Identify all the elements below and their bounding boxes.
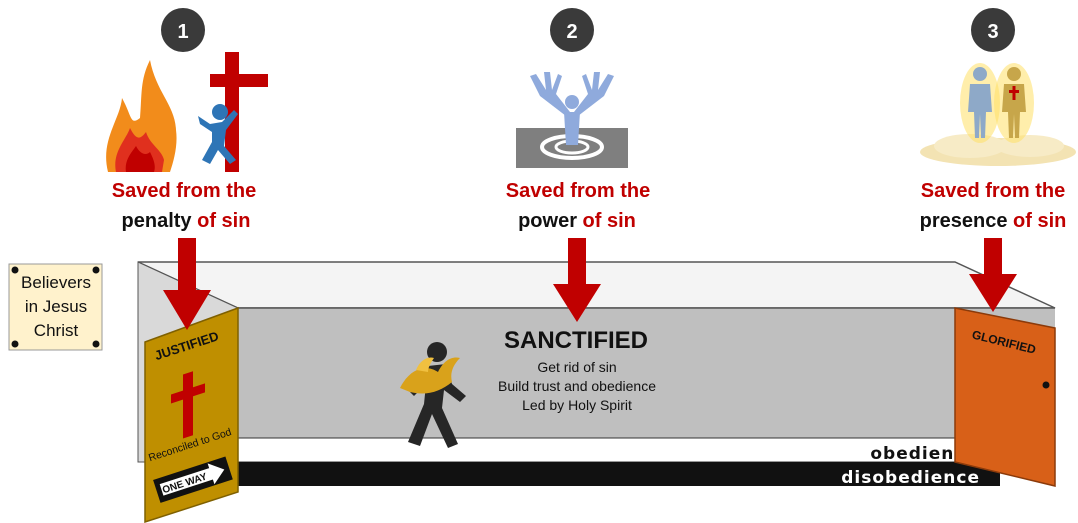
glorified-door: GLORIFIED (955, 308, 1055, 486)
sanctified-item: Led by Holy Spirit (522, 397, 632, 413)
raised-hands-person-icon (516, 72, 628, 168)
step-2-badge: 2 (550, 8, 594, 52)
svg-text:1: 1 (177, 21, 188, 43)
step-2-caption: Saved from the power of sin (506, 180, 650, 232)
step-3-caption: Saved from the presence of sin (920, 180, 1067, 232)
door-knob-icon (1043, 382, 1050, 389)
svg-text:Saved from the: Saved from the (112, 180, 256, 202)
svg-text:penalty of sin: penalty of sin (122, 210, 251, 232)
svg-text:Saved from the: Saved from the (506, 180, 650, 202)
svg-text:power of sin: power of sin (518, 210, 636, 232)
svg-text:presence of sin: presence of sin (920, 210, 1067, 232)
svg-text:Saved from the: Saved from the (921, 180, 1065, 202)
disobedience-label: disobedience (841, 468, 980, 488)
svg-text:in Jesus: in Jesus (25, 297, 87, 316)
glorified-people-icon (920, 63, 1076, 166)
fire-icon (106, 60, 176, 172)
sanctified-title: SANCTIFIED (504, 327, 648, 354)
believers-note: Believers in Jesus Christ (9, 264, 102, 350)
sanctified-item: Get rid of sin (537, 359, 616, 375)
step-1-caption: Saved from the penalty of sin (112, 180, 256, 232)
justified-door: JUSTIFIED Reconciled to God ONE WAY (145, 308, 238, 522)
svg-text:Believers: Believers (21, 273, 91, 292)
step-3-badge: 3 (971, 8, 1015, 52)
sanctified-item: Build trust and obedience (498, 378, 656, 394)
svg-text:Christ: Christ (34, 321, 79, 340)
svg-text:3: 3 (987, 21, 998, 43)
svg-text:2: 2 (566, 21, 577, 43)
step-1-badge: 1 (161, 8, 205, 52)
